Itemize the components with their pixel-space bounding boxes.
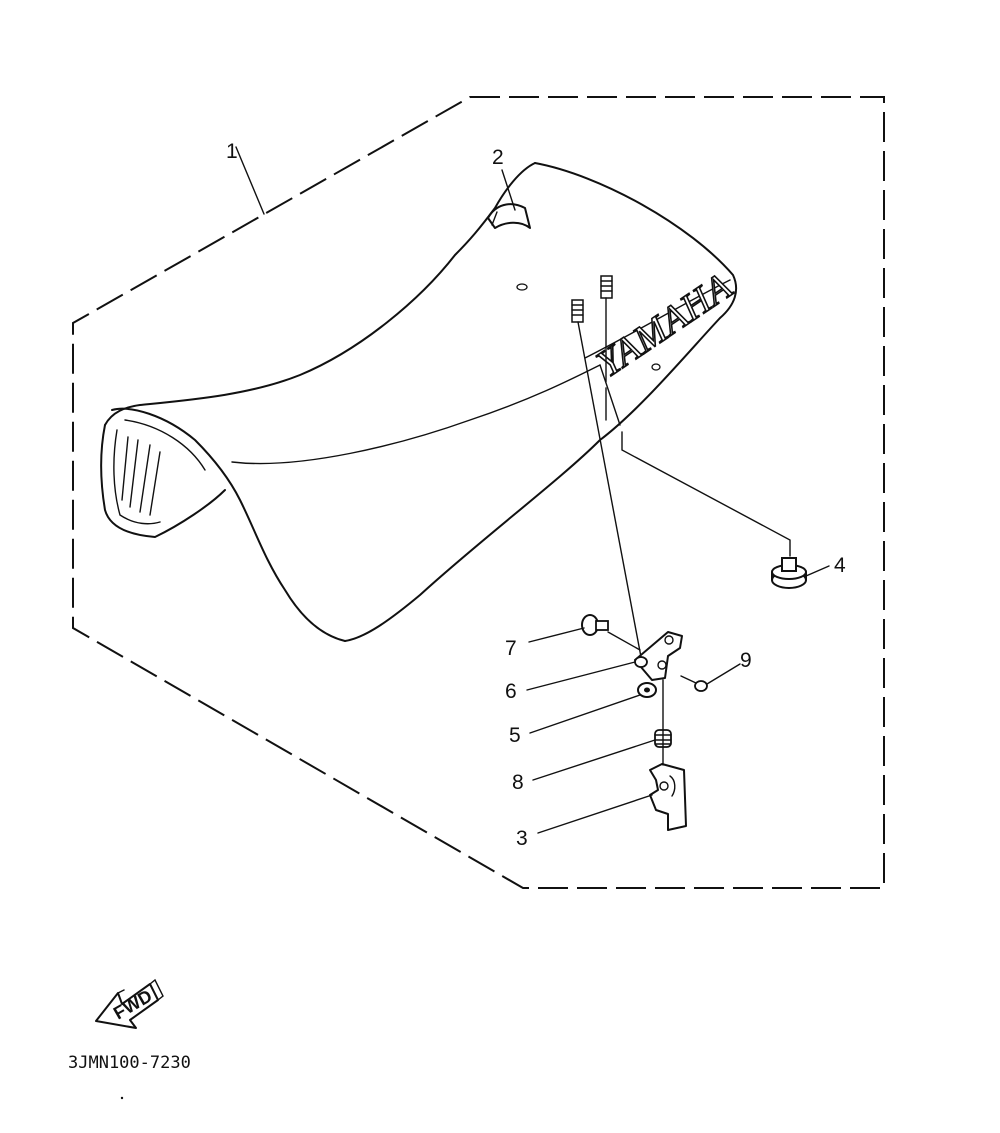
- seat-stud: [571, 299, 584, 323]
- nut-part: [637, 682, 657, 698]
- callout-1: 1: [226, 140, 238, 163]
- damper-part: [771, 557, 807, 589]
- washer-part: [634, 656, 648, 668]
- clip-part: [694, 680, 708, 692]
- bolt-part: [581, 614, 609, 636]
- callout-5: 5: [509, 724, 521, 747]
- assembly-boundary: [72, 96, 885, 889]
- callout-2: 2: [492, 146, 504, 169]
- hook-part: [649, 763, 687, 831]
- callout-9: 9: [740, 649, 752, 672]
- drawing-code: 3JMN100-7230: [68, 1053, 191, 1073]
- callout-7: 7: [505, 637, 517, 660]
- seat-assembly: YAMAHA: [100, 162, 741, 642]
- lock-bracket: [634, 631, 683, 681]
- callout-8: 8: [512, 771, 524, 794]
- callout-4: 4: [834, 554, 846, 577]
- seat-stud: [600, 275, 613, 299]
- callout-6: 6: [505, 680, 517, 703]
- callout-3: 3: [516, 827, 528, 850]
- forward-direction-arrow: FWD: [95, 978, 164, 1029]
